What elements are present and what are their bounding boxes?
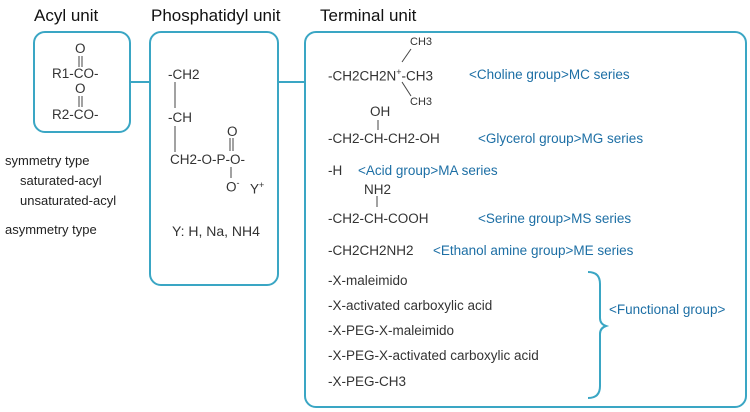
acyl-unit-header: Acyl unit bbox=[34, 6, 99, 25]
acid-group-label: <Acid group>MA series bbox=[358, 163, 498, 178]
serine-nh2: NH2 bbox=[364, 182, 392, 197]
counter-ion-note: Y: H, Na, NH4 bbox=[172, 223, 260, 239]
functional-item: -X-PEG-X-activated carboxylic acid bbox=[328, 348, 539, 363]
phosphatidyl-ch2-top: -CH2 bbox=[168, 67, 200, 82]
terminal-unit-header: Terminal unit bbox=[320, 6, 417, 25]
phosphatidyl-ch2-bottom: CH2-O-P-O- bbox=[170, 152, 245, 167]
acyl-r2: R2-CO- bbox=[52, 107, 99, 122]
phosphatidyl-ch: -CH bbox=[168, 110, 192, 125]
acyl-oxygen-mid: O bbox=[75, 81, 86, 96]
ethanol-amine-group-label: <Ethanol amine group>ME series bbox=[433, 243, 634, 258]
counter-ion-y: Y+ bbox=[250, 180, 265, 197]
serine-group-label: <Serine group>MS series bbox=[478, 211, 632, 226]
unsaturated-acyl-label: unsaturated-acyl bbox=[20, 193, 117, 208]
phosphate-oxygen-top: O bbox=[227, 124, 238, 139]
acyl-unit-box bbox=[33, 31, 131, 133]
ethanol-amine-formula: -CH2CH2NH2 bbox=[328, 243, 414, 258]
choline-ch3-bottom: CH3 bbox=[410, 96, 433, 108]
choline-group-label: <Choline group>MC series bbox=[469, 67, 630, 82]
acid-formula: -H bbox=[328, 163, 343, 178]
choline-ch3-top: CH3 bbox=[410, 36, 433, 48]
functional-item: -X-activated carboxylic acid bbox=[328, 298, 493, 313]
acyl-r1: R1-CO- bbox=[52, 66, 99, 81]
symmetry-type-label: symmetry type bbox=[5, 153, 90, 168]
terminal-unit-box bbox=[304, 31, 747, 408]
functional-item: -X-PEG-CH3 bbox=[328, 374, 407, 389]
acyl-oxygen-top: O bbox=[75, 41, 86, 56]
glycerol-group-label: <Glycerol group>MG series bbox=[478, 131, 644, 146]
glycerol-oh: OH bbox=[370, 104, 391, 119]
saturated-acyl-label: saturated-acyl bbox=[20, 173, 102, 188]
functional-item: -X-PEG-X-maleimido bbox=[328, 323, 455, 338]
phosphatidyl-unit-header: Phosphatidyl unit bbox=[151, 6, 281, 25]
functional-group-label: <Functional group> bbox=[609, 302, 726, 317]
glycerol-formula: -CH2-CH-CH2-OH bbox=[328, 131, 440, 146]
asymmetry-type-label: asymmetry type bbox=[5, 222, 97, 237]
functional-item: -X-maleimido bbox=[328, 273, 408, 288]
phosphatidyl-unit-box bbox=[149, 31, 279, 286]
phosphate-oxygen-minus: O- bbox=[226, 178, 240, 195]
choline-formula: -CH2CH2N+-CH3 bbox=[328, 67, 434, 84]
serine-formula: -CH2-CH-COOH bbox=[328, 211, 429, 226]
